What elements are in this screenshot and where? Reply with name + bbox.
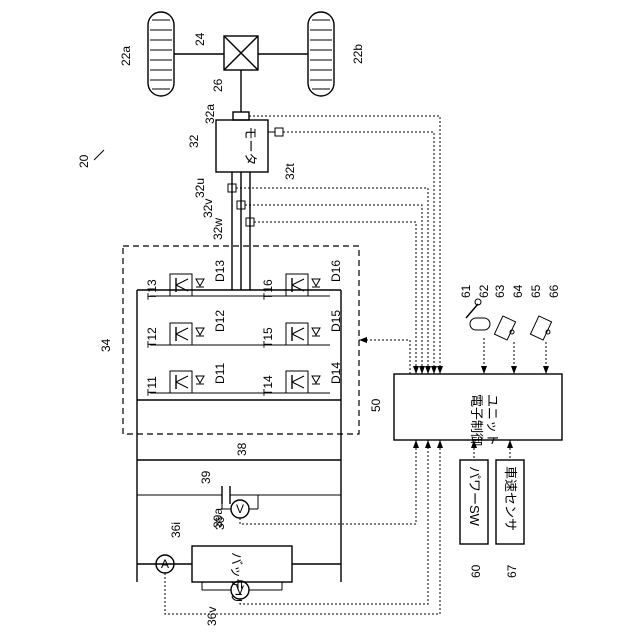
label-24: 24 bbox=[193, 32, 207, 46]
label-39: 39 bbox=[199, 470, 213, 484]
label-65: 65 bbox=[529, 284, 543, 298]
voltmeter-36v-symbol: V bbox=[236, 583, 244, 597]
label-t13: T13 bbox=[145, 279, 159, 300]
brake-pedal-65 bbox=[530, 316, 551, 340]
label-34: 34 bbox=[99, 338, 113, 352]
signal-32w bbox=[254, 222, 416, 374]
differential-gear bbox=[224, 36, 258, 70]
label-d13: D13 bbox=[213, 260, 227, 282]
label-61: 61 bbox=[459, 284, 473, 298]
label-67: 67 bbox=[505, 564, 519, 578]
ecu-text-2: ユニット bbox=[485, 394, 500, 446]
label-t12: T12 bbox=[145, 327, 159, 348]
label-t16: T16 bbox=[261, 279, 275, 300]
igbt-t14 bbox=[286, 371, 320, 393]
label-32w: 32w bbox=[211, 218, 225, 240]
label-64: 64 bbox=[511, 284, 525, 298]
label-22a: 22a bbox=[119, 46, 133, 66]
igbt-t15 bbox=[286, 323, 320, 345]
accelerator-pedal-63 bbox=[494, 316, 515, 340]
label-d12: D12 bbox=[213, 310, 227, 332]
label-32t: 32t bbox=[283, 163, 297, 180]
label-t14: T14 bbox=[261, 375, 275, 396]
igbt-t11 bbox=[170, 371, 204, 393]
ammeter-36i-symbol: A bbox=[161, 557, 169, 571]
label-32u: 32u bbox=[193, 178, 207, 198]
label-36v: 36v bbox=[205, 607, 219, 626]
signal-39a bbox=[240, 440, 416, 524]
label-d11: D11 bbox=[213, 363, 227, 384]
shift-lever-61 bbox=[466, 299, 490, 330]
signal-inverter-ctrl bbox=[359, 340, 410, 374]
label-63: 63 bbox=[493, 284, 507, 298]
label-62: 62 bbox=[477, 284, 491, 298]
motor-shaft-stub bbox=[233, 112, 249, 120]
signal-36i bbox=[165, 440, 440, 614]
signal-36v bbox=[240, 440, 428, 604]
label-36i: 36i bbox=[169, 522, 183, 538]
label-66: 66 bbox=[547, 284, 561, 298]
power-sw-text: パワーSW bbox=[467, 466, 482, 527]
temp-sensor-32t bbox=[275, 128, 283, 136]
igbt-t12 bbox=[170, 323, 204, 345]
wheel-right bbox=[308, 12, 334, 96]
igbt-t16 bbox=[286, 274, 320, 296]
label-60: 60 bbox=[469, 564, 483, 578]
label-39a: 39a bbox=[211, 508, 225, 528]
label-32v: 32v bbox=[201, 199, 215, 218]
label-d16: D16 bbox=[329, 260, 343, 282]
igbt-t13 bbox=[170, 274, 204, 296]
label-d14: D14 bbox=[329, 362, 343, 384]
label-26: 26 bbox=[211, 78, 225, 92]
label-d15: D15 bbox=[329, 310, 343, 332]
label-t15: T15 bbox=[261, 327, 275, 348]
motor-box bbox=[216, 120, 268, 172]
label-t11: T11 bbox=[145, 376, 159, 396]
motor-text: モータ bbox=[243, 126, 258, 165]
label-32: 32 bbox=[187, 134, 201, 148]
label-22b: 22b bbox=[351, 44, 365, 64]
signal-32a bbox=[249, 116, 440, 374]
label-38: 38 bbox=[235, 442, 249, 456]
label-32a: 32a bbox=[203, 104, 217, 124]
label-50: 50 bbox=[369, 398, 383, 412]
speed-sensor-text: 車速センサ bbox=[503, 466, 518, 531]
label-fig-20: 20 bbox=[77, 154, 91, 168]
wheel-left bbox=[148, 12, 174, 96]
voltmeter-39a-symbol: V bbox=[236, 502, 244, 516]
ecu-text-1: 電子制御 bbox=[469, 394, 484, 446]
